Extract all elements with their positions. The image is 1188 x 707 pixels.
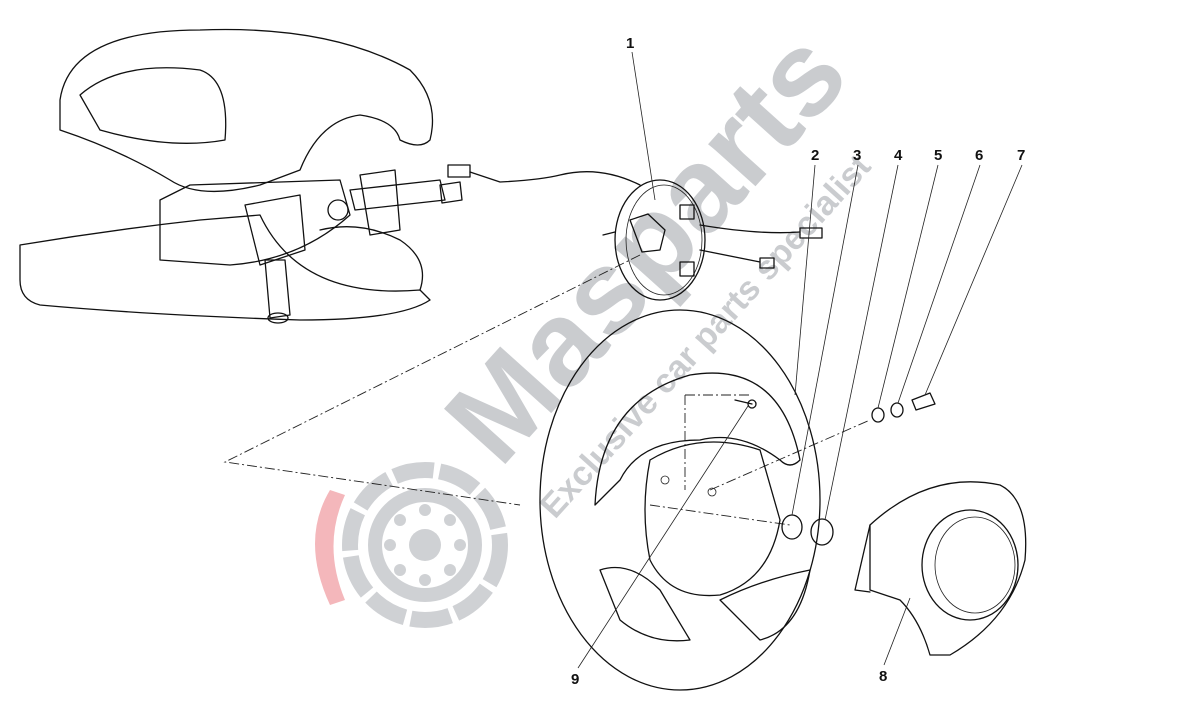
connector-left bbox=[447, 164, 471, 178]
part-6-lock-washer bbox=[890, 402, 904, 418]
connector-right bbox=[799, 227, 823, 239]
callout-8: 8 bbox=[879, 668, 887, 685]
part-5-washer bbox=[871, 407, 885, 423]
callout-7: 7 bbox=[1017, 147, 1025, 164]
callout-labels: 1 2 3 4 5 6 7 8 9 bbox=[571, 35, 1025, 688]
clock-spring-cable bbox=[447, 164, 823, 269]
watermark-logo bbox=[315, 462, 508, 628]
leader-lines bbox=[577, 51, 1023, 669]
part-1-clock-spring bbox=[602, 179, 706, 301]
connector-small bbox=[759, 257, 775, 269]
callout-6: 6 bbox=[975, 147, 983, 164]
callout-9: 9 bbox=[571, 671, 579, 688]
callout-5: 5 bbox=[934, 147, 942, 164]
callout-2: 2 bbox=[811, 147, 819, 164]
part-4-nut bbox=[810, 518, 834, 546]
callout-4: 4 bbox=[894, 147, 903, 164]
steering-column-housing bbox=[19, 28, 463, 324]
callout-3: 3 bbox=[853, 147, 861, 164]
watermark-red-arc bbox=[315, 490, 345, 605]
callout-1: 1 bbox=[626, 35, 634, 52]
part-3-spacer bbox=[781, 514, 803, 540]
part-7-bolt bbox=[911, 392, 936, 411]
part-8-airbag-cover bbox=[854, 481, 1027, 656]
bolt-9 bbox=[734, 399, 753, 405]
